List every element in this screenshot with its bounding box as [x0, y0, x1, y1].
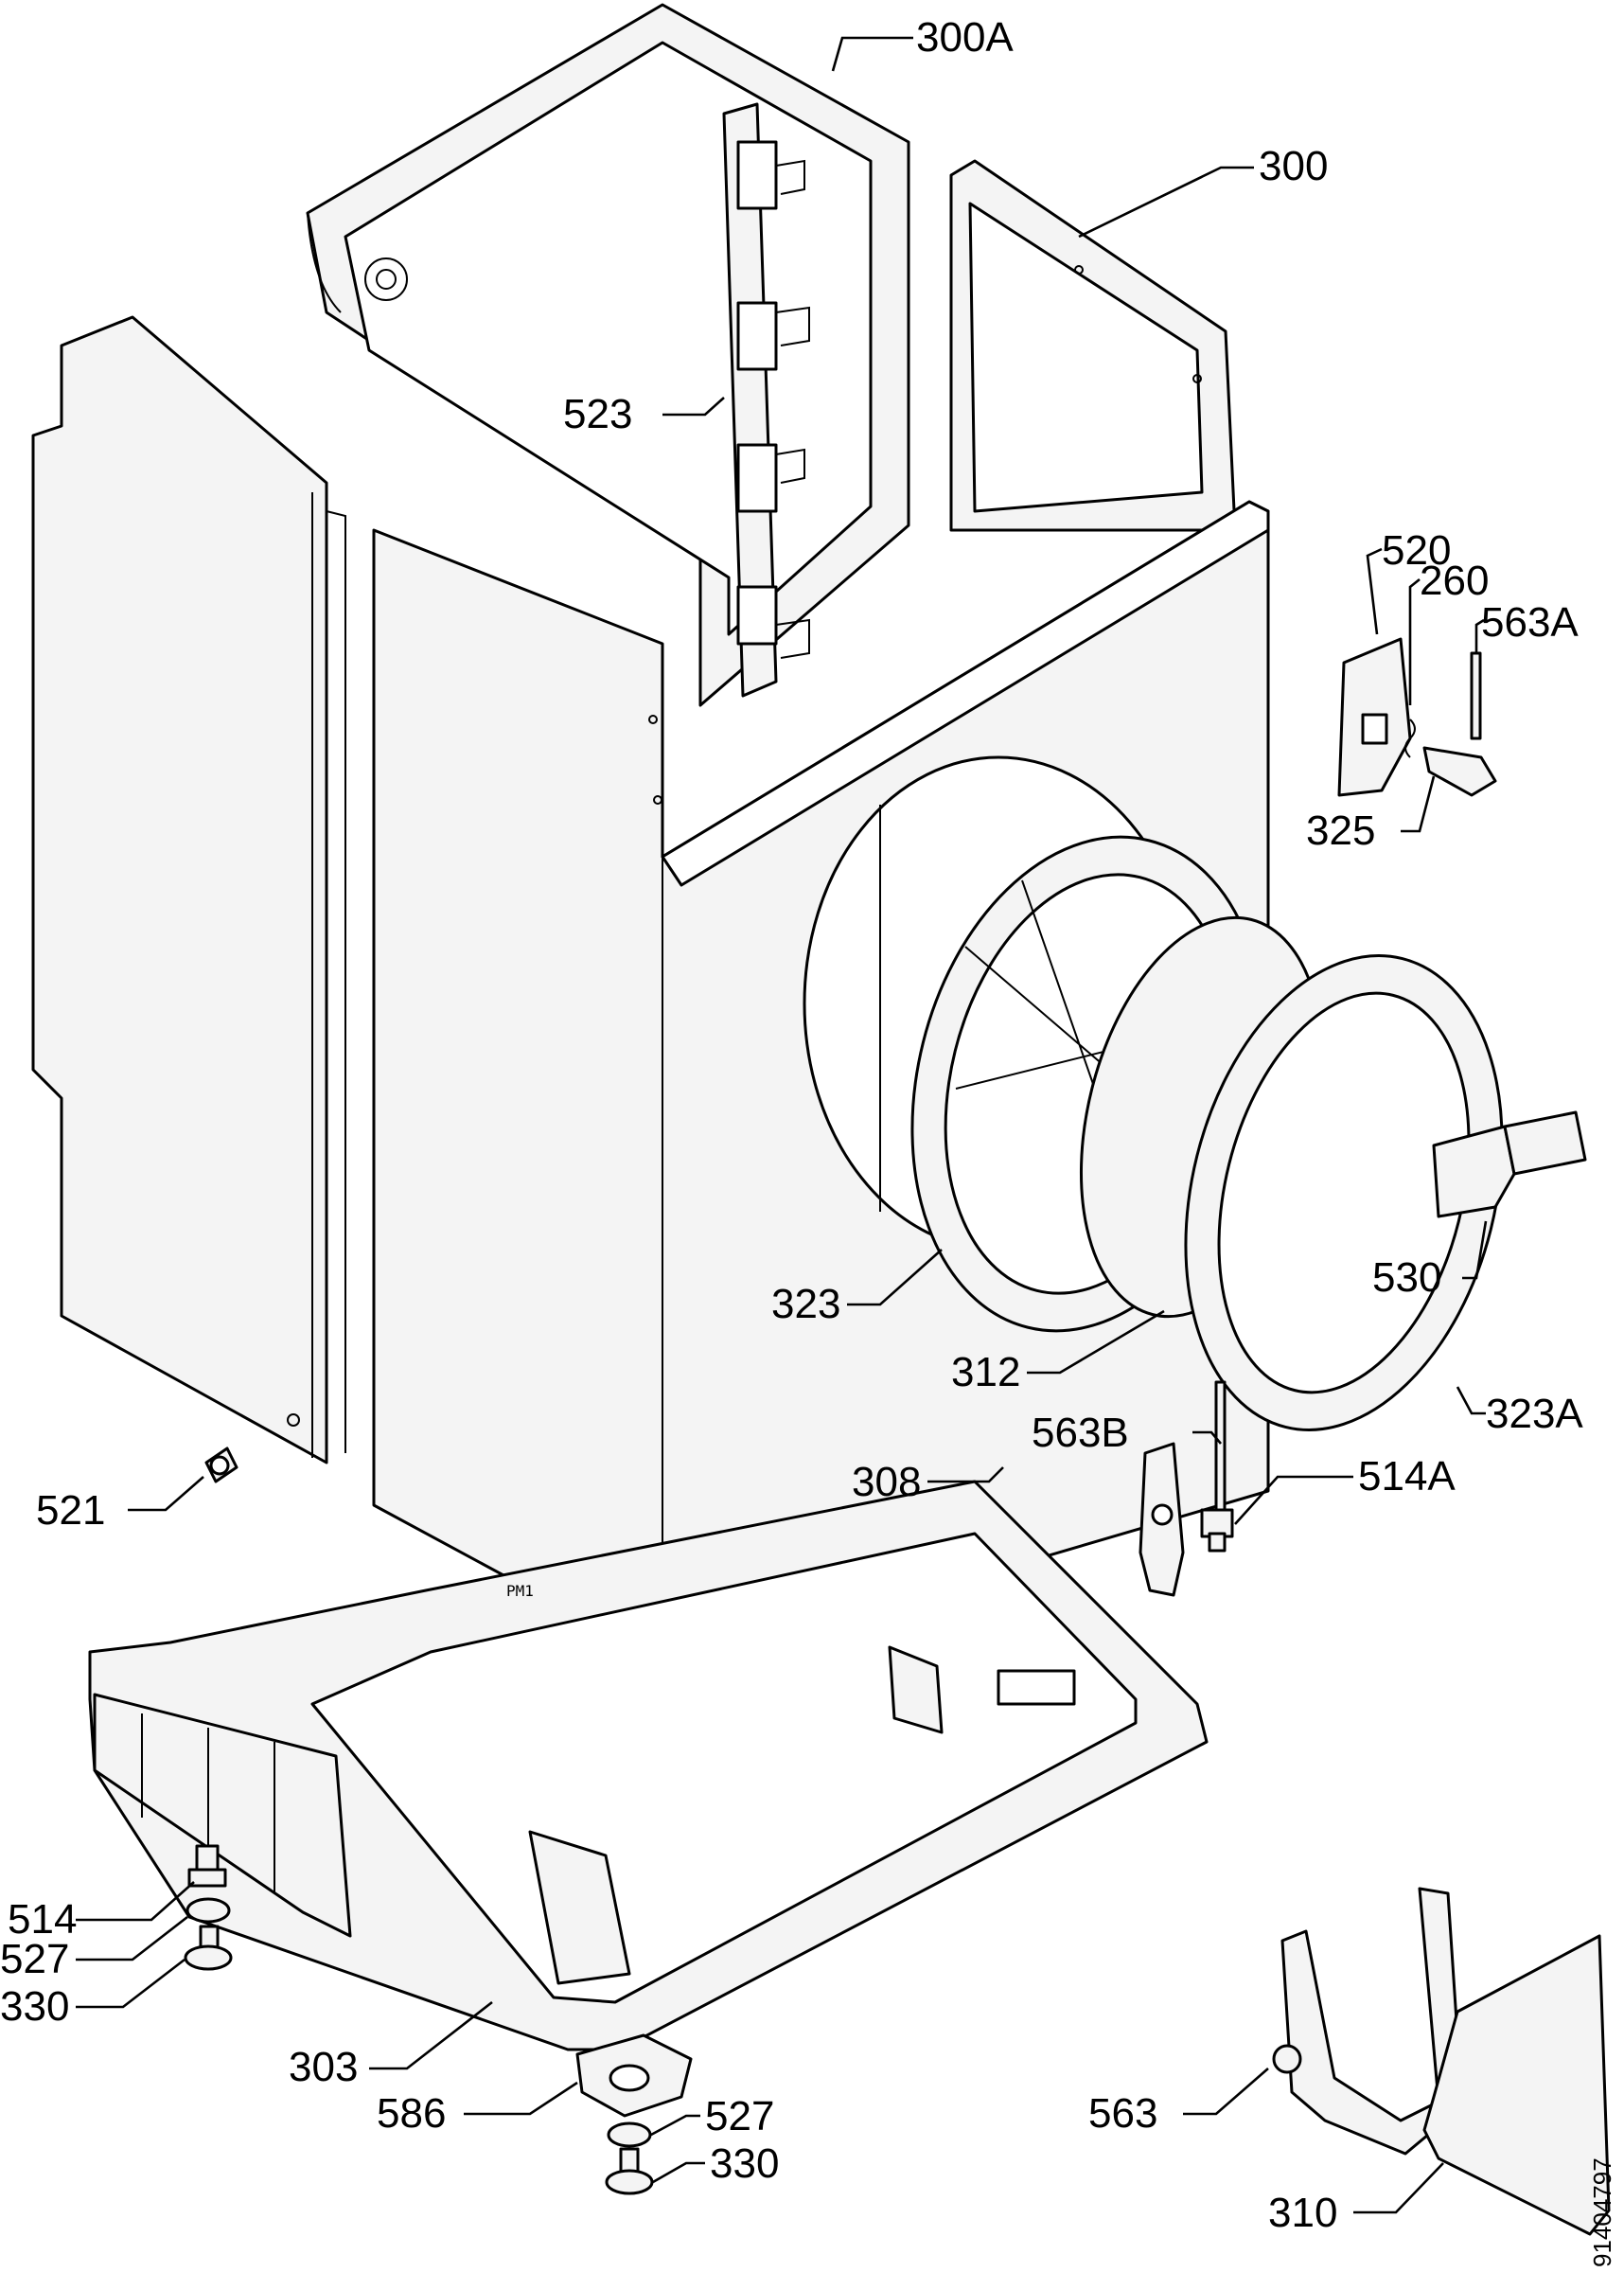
callout-330-left: 330	[0, 1983, 69, 2030]
callout-labels: 300A 300 523 520 260 563A 325 530 323 31…	[0, 14, 1583, 2236]
leader-300	[1078, 166, 1254, 239]
document-id: 91404797	[1588, 2157, 1616, 2267]
part-left-side-panel	[31, 315, 346, 1464]
stamp-text: PM1	[506, 1582, 534, 1600]
part-300-side-frame	[949, 159, 1237, 532]
callout-330-right: 330	[710, 2140, 779, 2187]
leader-300A	[831, 36, 913, 72]
callout-300: 300	[1259, 143, 1328, 189]
leader-260	[1408, 577, 1421, 705]
callout-325: 325	[1306, 808, 1375, 854]
callout-514A: 514A	[1358, 1453, 1456, 1500]
part-527-washer-left	[185, 1897, 231, 1924]
callout-514: 514	[8, 1896, 77, 1943]
leader-323A	[1456, 1386, 1486, 1415]
callout-310: 310	[1268, 2190, 1337, 2236]
part-586-foot-bracket	[575, 2033, 693, 2118]
leader-520	[1366, 547, 1383, 635]
leader-563	[1183, 2068, 1269, 2116]
callout-260: 260	[1420, 558, 1489, 604]
callout-563: 563	[1088, 2090, 1157, 2137]
leader-323	[847, 1249, 943, 1306]
leader-527b	[650, 2114, 700, 2137]
callout-303: 303	[289, 2044, 358, 2090]
leader-308	[927, 1466, 1004, 1483]
leader-330a	[76, 1958, 185, 2009]
leader-325	[1401, 775, 1436, 833]
part-325-lever	[1422, 746, 1497, 797]
part-520-latch-cover	[1337, 637, 1412, 797]
leader-521	[128, 1476, 204, 1512]
part-514-bolt-left	[187, 1844, 227, 1888]
leader-563A	[1474, 618, 1485, 653]
leader-303	[369, 2000, 493, 2070]
part-hinge-bracket	[1139, 1442, 1185, 1597]
callout-527-left: 527	[0, 1936, 69, 1982]
part-521-screw	[204, 1447, 238, 1483]
callout-300A: 300A	[916, 14, 1014, 61]
leader-514	[76, 1881, 195, 1922]
part-563A-pin	[1470, 651, 1482, 740]
part-530-door-handle	[1432, 1110, 1587, 1218]
callout-586: 586	[377, 2090, 446, 2137]
part-330-foot-left	[184, 1925, 233, 1971]
part-330-foot-right	[605, 2147, 654, 2195]
leader-312	[1027, 1309, 1165, 1375]
part-260-spring	[1404, 719, 1416, 758]
callout-520: 520	[1382, 527, 1451, 574]
leader-527a	[76, 1915, 188, 1961]
part-527-washer-right	[607, 2121, 652, 2148]
part-514A-screw	[1200, 1508, 1234, 1553]
callout-323: 323	[771, 1281, 840, 1327]
callout-521: 521	[36, 1487, 105, 1534]
callout-527-right: 527	[705, 2093, 774, 2139]
callout-523: 523	[563, 391, 632, 437]
callout-323A: 323A	[1486, 1391, 1583, 1437]
callout-530: 530	[1372, 1254, 1441, 1301]
leader-514A	[1234, 1475, 1353, 1525]
leader-330b	[652, 2161, 705, 2184]
part-310-service-flap	[1422, 1934, 1611, 2236]
callout-312: 312	[951, 1349, 1020, 1395]
leader-586	[464, 2081, 578, 2116]
part-323A-outer-ring	[1184, 954, 1504, 1431]
leader-530	[1462, 1220, 1488, 1280]
leader-523	[662, 397, 725, 417]
part-563-bracket	[1272, 1887, 1464, 2156]
callout-563B: 563B	[1032, 1410, 1129, 1456]
part-563B-rod	[1214, 1380, 1227, 1526]
leader-lines	[76, 36, 1488, 2214]
leader-310	[1353, 2162, 1444, 2214]
part-303-base-frame	[88, 1480, 1209, 2051]
callout-563A: 563A	[1481, 599, 1579, 646]
callout-308: 308	[852, 1459, 921, 1505]
part-523-rail	[722, 102, 810, 698]
leader-563B	[1192, 1430, 1222, 1445]
